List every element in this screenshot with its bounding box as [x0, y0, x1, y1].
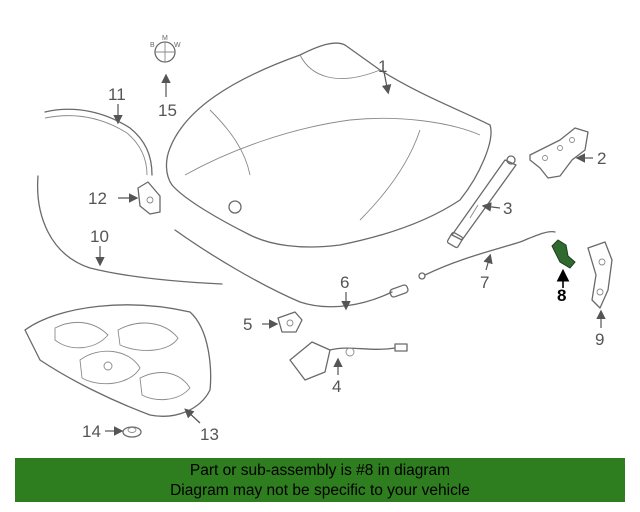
release-cable-rear-part[interactable]: [418, 230, 556, 280]
callout-8[interactable]: 8: [557, 286, 566, 305]
hinge-part[interactable]: [529, 127, 589, 179]
insulation-pad-part[interactable]: [24, 304, 212, 417]
callout-3[interactable]: 3: [503, 199, 512, 218]
callout-12[interactable]: 12: [88, 189, 107, 208]
callout-7[interactable]: 7: [480, 273, 489, 292]
callout-15[interactable]: 15: [158, 101, 177, 120]
leader-7: [483, 253, 493, 271]
banner-line-1: Part or sub-assembly is #8 in diagram: [189, 462, 451, 479]
emblem-letter-m: M: [162, 35, 168, 42]
safety-catch-part[interactable]: [587, 241, 613, 309]
callout-10[interactable]: 10: [90, 227, 109, 246]
callout-11[interactable]: 11: [108, 85, 126, 104]
callout-13[interactable]: 13: [200, 425, 219, 444]
callout-14[interactable]: 14: [82, 422, 101, 441]
emblem-letter-w: W: [174, 42, 181, 49]
hood-lock-part[interactable]: [289, 341, 408, 381]
leader-1: [381, 71, 392, 95]
parts-diagram: B M W 15 1 2 3 11 1: [24, 35, 613, 444]
gas-strut-part[interactable]: [446, 155, 517, 249]
highlighted-bracket-part[interactable]: [551, 239, 576, 269]
callout-6[interactable]: 6: [340, 273, 349, 292]
bracket-part[interactable]: [137, 181, 161, 215]
lock-bracket-part[interactable]: [277, 311, 303, 333]
emblem-letter-b: B: [150, 42, 155, 49]
hood-part[interactable]: [165, 42, 492, 248]
callout-1[interactable]: 1: [378, 57, 387, 76]
clip-part[interactable]: [122, 426, 142, 438]
info-banner: Part or sub-assembly is #8 in diagram Di…: [15, 458, 625, 502]
callout-4[interactable]: 4: [332, 377, 341, 396]
banner-line-2: Diagram may not be specific to your vehi…: [170, 482, 470, 499]
callout-9[interactable]: 9: [595, 330, 604, 349]
callout-5[interactable]: 5: [243, 315, 252, 334]
release-cable-front-part[interactable]: [174, 229, 409, 308]
callout-2[interactable]: 2: [597, 149, 606, 168]
leader-3: [481, 202, 501, 212]
hood-seal-part[interactable]: [44, 108, 153, 176]
emblem-part[interactable]: B M W: [150, 35, 181, 63]
leader-13: [184, 408, 201, 424]
support-rod-part[interactable]: [36, 175, 223, 285]
